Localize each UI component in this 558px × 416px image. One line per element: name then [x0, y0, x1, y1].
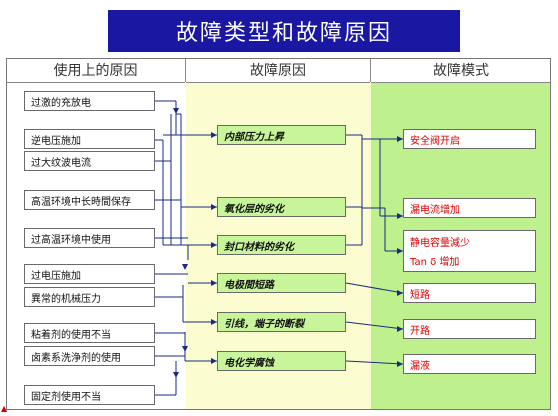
- reason-box: 氧化层的劣化: [217, 197, 346, 217]
- cause-box: 高温环境中长時間保存: [24, 190, 155, 210]
- mode-box: 漏电流增加: [403, 198, 536, 218]
- reasons-column-header: 故障原因: [186, 58, 370, 83]
- reason-box: 内部压力上昇: [217, 125, 346, 145]
- cause-box: 卤素系洗浄剂的使用: [24, 346, 155, 366]
- cause-box: 过激的充放电: [24, 91, 155, 111]
- modes-column-header: 故障模式: [371, 58, 551, 83]
- mode-box-group: 静电容量減少 Tan δ 增加: [403, 230, 536, 272]
- reason-box: 电化学腐蚀: [217, 351, 346, 371]
- cause-box: 異常的机械压力: [24, 287, 155, 307]
- table-frame: [6, 58, 551, 410]
- mode-box: 开路: [403, 319, 536, 339]
- corner-mark: ▲: [1, 404, 8, 413]
- cause-box: 过大纹波电流: [24, 151, 155, 171]
- header-divider: [185, 58, 186, 82]
- mode-label: 静电容量減少: [410, 238, 470, 249]
- causes-column-header: 使用上的原因: [6, 58, 185, 83]
- cause-box: 过电压施加: [24, 264, 155, 284]
- reason-box: 封口材料的劣化: [217, 235, 346, 255]
- cause-box: 过高温环境中使用: [24, 228, 155, 248]
- title-banner: 故障类型和故障原因: [108, 10, 460, 52]
- header-divider: [370, 58, 371, 82]
- reason-box: 引线，端子的断裂: [217, 312, 346, 332]
- mode-box: 短路: [403, 283, 536, 303]
- mode-box: 安全阀开启: [403, 129, 536, 149]
- reason-box: 电极間短路: [217, 273, 346, 293]
- mode-label: Tan δ 增加: [410, 257, 460, 268]
- cause-box: 逆电压施加: [24, 129, 155, 149]
- mode-box: 漏液: [403, 354, 536, 374]
- cause-box: 粘着剂的使用不当: [24, 323, 155, 343]
- cause-box: 固定剂使用不当: [24, 385, 155, 405]
